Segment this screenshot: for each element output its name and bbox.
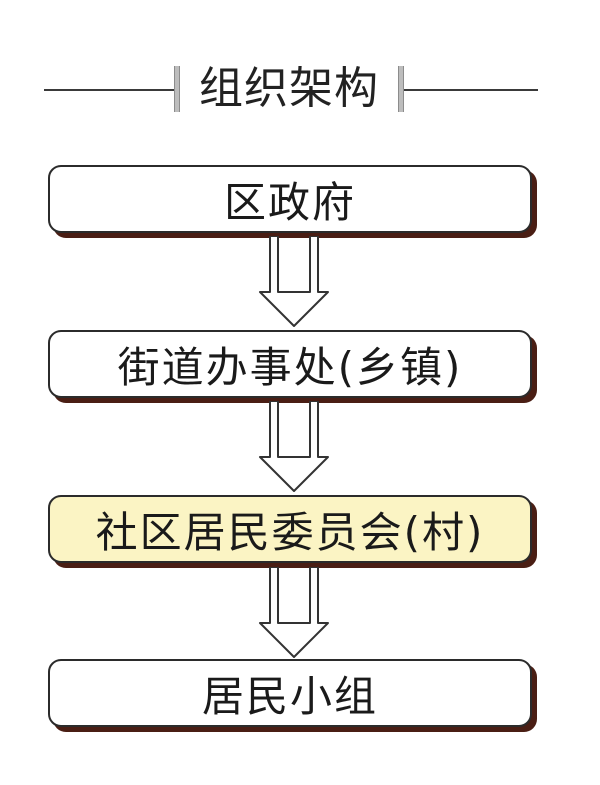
level-box-district-government: 区政府 — [48, 165, 532, 233]
level-label-subdistrict-office: 街道办事处(乡镇) — [117, 342, 463, 392]
title-divider-left — [44, 89, 174, 91]
level-label-residents-group: 居民小组 — [201, 671, 378, 721]
level-box-residents-committee: 社区居民委员会(村) — [48, 495, 532, 563]
down-arrow-icon — [259, 567, 329, 658]
down-arrow-icon — [259, 236, 329, 327]
title-divider-right — [404, 89, 538, 91]
title-bracket-right — [398, 66, 404, 112]
title-bracket-left — [174, 66, 180, 112]
down-arrow-icon — [259, 401, 329, 492]
level-box-residents-group: 居民小组 — [48, 659, 532, 727]
diagram-title: 组织架构 — [199, 63, 379, 114]
level-label-residents-committee: 社区居民委员会(村) — [95, 507, 485, 557]
level-box-subdistrict-office: 街道办事处(乡镇) — [48, 330, 532, 398]
level-label-district-government: 区政府 — [223, 177, 356, 227]
